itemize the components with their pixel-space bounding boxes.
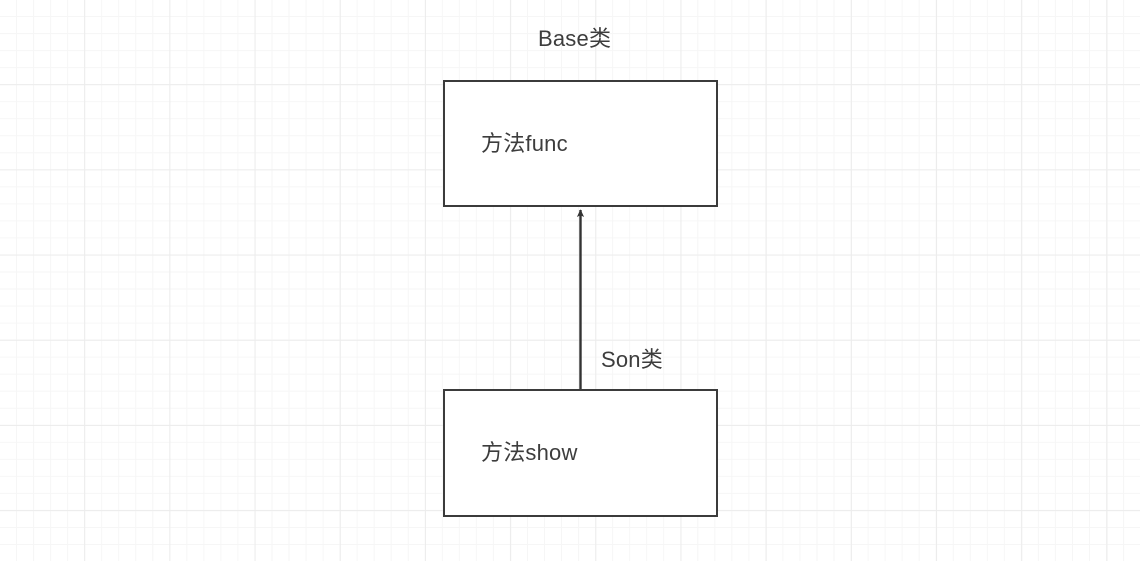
base-class-method-label: 方法func: [481, 130, 568, 156]
son-class-method-label: 方法show: [481, 440, 578, 465]
base-class-box[interactable]: 方法func: [443, 80, 718, 207]
son-class-caption: Son类: [601, 347, 663, 372]
son-class-box[interactable]: 方法show: [443, 389, 718, 517]
base-class-caption: Base类: [538, 26, 612, 51]
